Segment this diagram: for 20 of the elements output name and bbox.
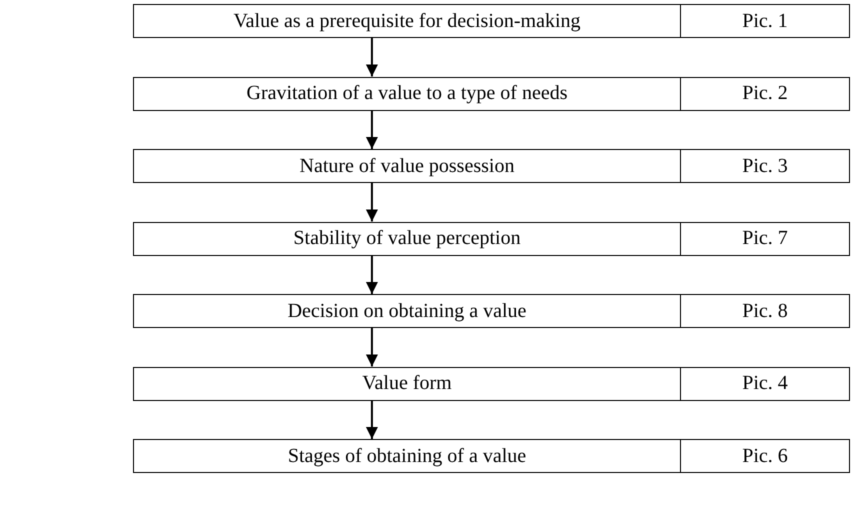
arrow [366, 256, 378, 294]
reference-box: Pic. 6 [680, 439, 850, 473]
process-box: Value form [133, 366, 681, 400]
reference-box: Pic. 7 [680, 222, 850, 256]
reference-box: Pic. 8 [680, 294, 850, 328]
reference-box: Pic. 4 [680, 366, 850, 400]
process-box: Gravitation of a value to a type of needs [133, 76, 681, 110]
arrow [366, 38, 378, 76]
process-box: Value as a prerequisite for decision-making [133, 4, 681, 38]
arrow [366, 183, 378, 222]
process-box: Stages of obtaining of a value [133, 439, 681, 473]
process-box: Nature of value possession [133, 149, 681, 183]
reference-box: Pic. 1 [680, 4, 850, 38]
arrow [366, 400, 378, 439]
reference-box: Pic. 2 [680, 76, 850, 110]
arrow [366, 110, 378, 149]
process-box: Stability of value perception [133, 222, 681, 256]
reference-box: Pic. 3 [680, 149, 850, 183]
process-box: Decision on obtaining a value [133, 294, 681, 328]
arrow [366, 328, 378, 366]
